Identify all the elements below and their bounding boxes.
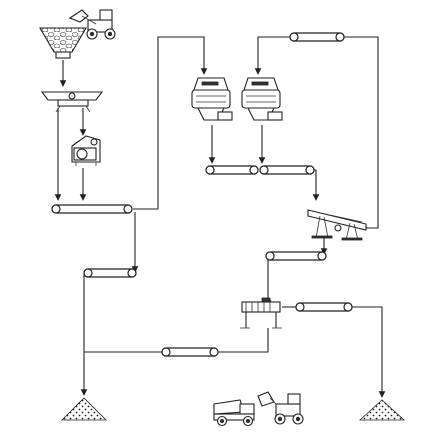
jaw-crusher (71, 135, 101, 166)
vibrating-feeder (40, 91, 104, 113)
front-loader (68, 9, 116, 40)
wheel-loader (257, 391, 304, 425)
sand-washer (240, 297, 282, 329)
cone-crusher (191, 77, 233, 121)
belt-conveyor (259, 165, 315, 175)
belt-conveyor (265, 251, 327, 261)
feed-hopper (39, 27, 87, 59)
belt-conveyor (295, 302, 353, 312)
belt-conveyor (83, 268, 137, 278)
dump-truck (213, 399, 255, 427)
flow-lines (54, 36, 386, 398)
belt-conveyor (289, 32, 345, 42)
stockpile (358, 399, 406, 421)
belt-conveyor (161, 347, 219, 357)
belt-conveyors (51, 32, 353, 357)
vibrating-screen (307, 209, 367, 241)
belt-conveyor (205, 165, 259, 175)
stockpile (61, 397, 107, 421)
belt-conveyor (51, 204, 133, 214)
cone-crusher (241, 77, 283, 121)
